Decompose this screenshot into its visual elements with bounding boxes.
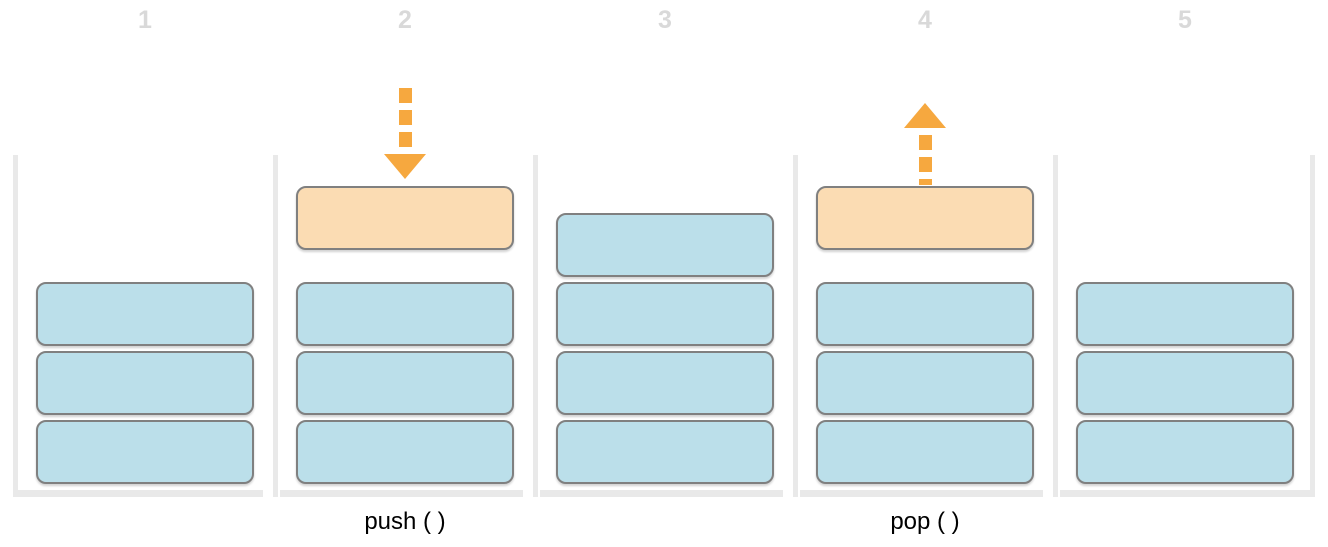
push-operation-label: push ( ) — [364, 508, 446, 535]
stack-block — [816, 351, 1034, 415]
stack-container-wall — [793, 155, 798, 497]
step-number: 1 — [138, 6, 152, 34]
stack-block — [296, 282, 514, 346]
pop-arrow-icon — [904, 103, 946, 185]
stack-block — [1076, 420, 1294, 484]
stack-block — [36, 282, 254, 346]
stack-container-base — [800, 490, 1043, 497]
arrow-dash — [918, 157, 932, 172]
stack-block — [556, 420, 774, 484]
stack-container-wall — [1053, 155, 1058, 497]
stack-container-base — [540, 490, 783, 497]
step-number: 5 — [1178, 6, 1192, 34]
arrow-head-up — [904, 103, 946, 128]
stack-container-wall — [533, 155, 538, 497]
arrow-dash — [398, 132, 412, 147]
step-number: 4 — [918, 6, 932, 34]
stack-block — [556, 351, 774, 415]
arrow-dash — [918, 179, 932, 185]
stack-container-wall — [13, 155, 18, 497]
pop-operation-label: pop ( ) — [890, 508, 960, 535]
arrow-dash — [918, 135, 932, 150]
stack-container-wall — [1310, 155, 1315, 497]
stack-block — [296, 351, 514, 415]
stack-container-base — [280, 490, 523, 497]
stack-container-base — [1060, 490, 1315, 497]
stack-block — [556, 213, 774, 277]
stack-block — [1076, 282, 1294, 346]
stack-container-base — [13, 490, 263, 497]
stack-container-wall — [273, 155, 278, 497]
step-number: 3 — [658, 6, 672, 34]
step-number: 2 — [398, 6, 412, 34]
arrow-dash — [398, 110, 412, 125]
stack-block — [36, 351, 254, 415]
arrow-dash — [398, 88, 412, 103]
stack-block — [296, 420, 514, 484]
floating-stack-block — [296, 186, 514, 250]
push-arrow-icon — [384, 88, 426, 179]
stack-block — [816, 282, 1034, 346]
stack-block — [556, 282, 774, 346]
stack-block — [36, 420, 254, 484]
arrow-head-down — [384, 154, 426, 179]
floating-stack-block — [816, 186, 1034, 250]
stack-block — [1076, 351, 1294, 415]
stack-block — [816, 420, 1034, 484]
